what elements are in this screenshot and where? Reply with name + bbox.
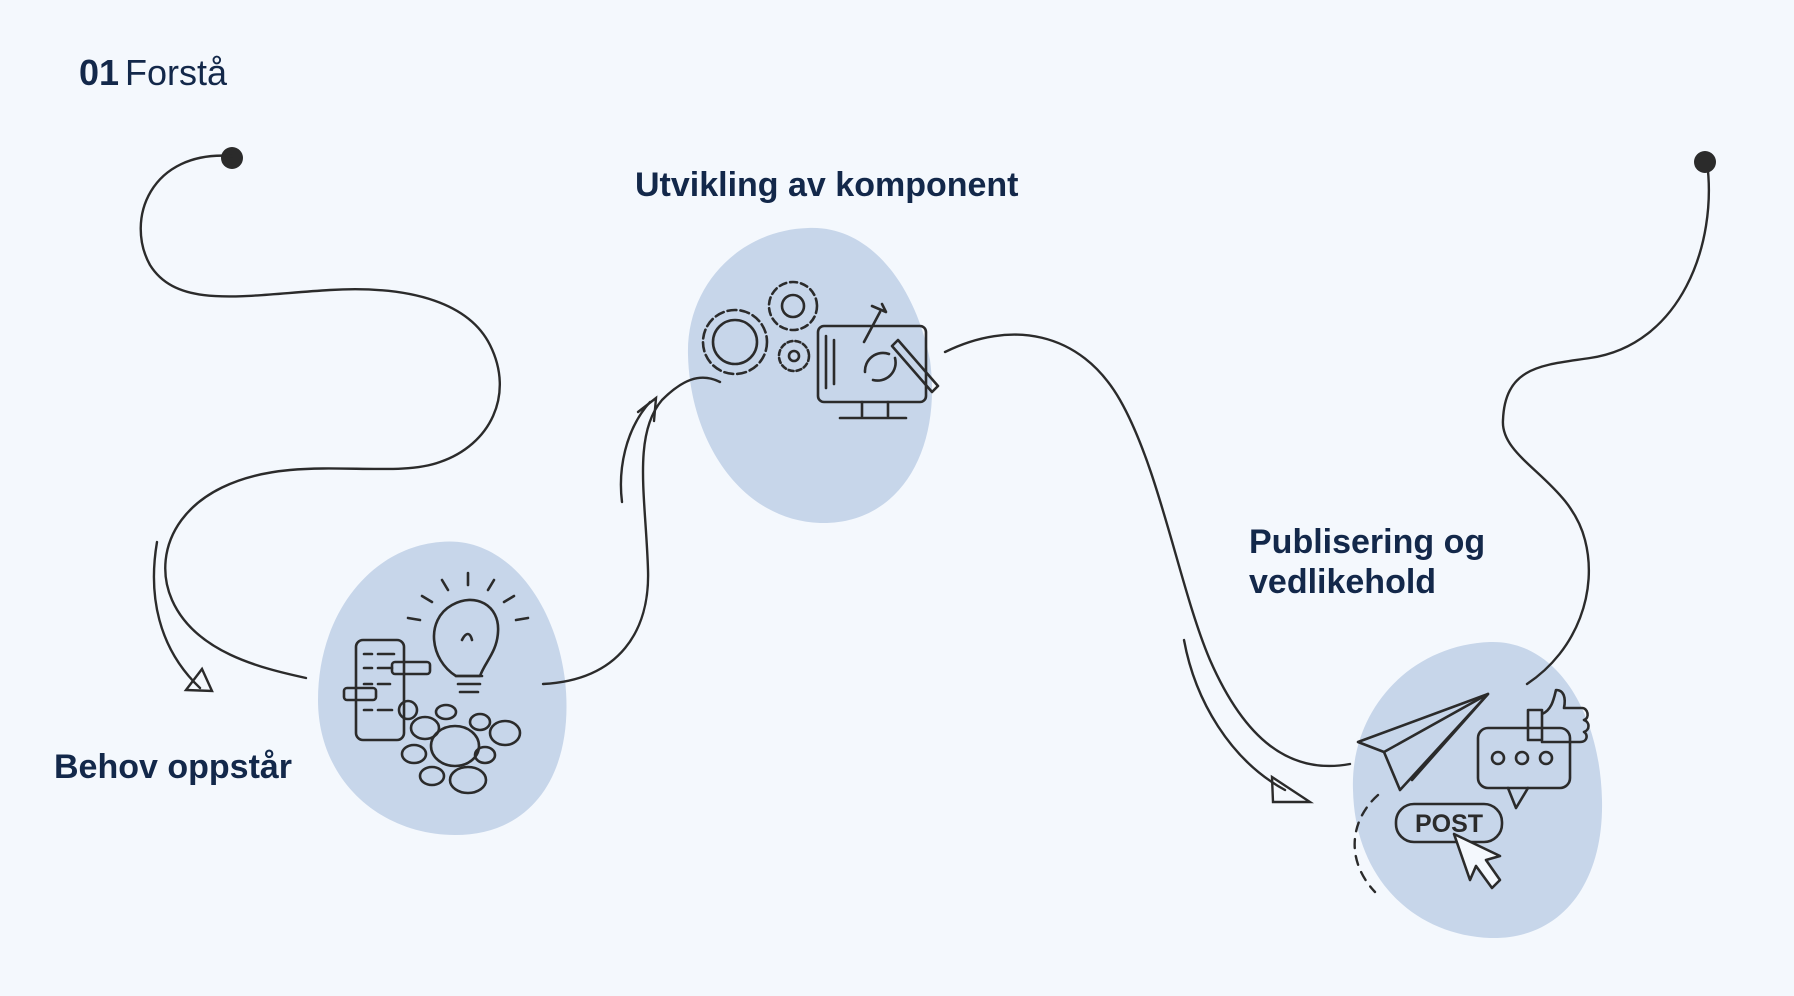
path-step2-to-step3 — [943, 333, 1352, 768]
section-title: 01 Forstå — [79, 52, 227, 94]
step3-label: Publisering og vedlikehold — [1249, 522, 1485, 602]
arrow-step2-stem — [619, 400, 652, 504]
path-start-to-step1 — [139, 154, 501, 680]
end-dot — [1694, 151, 1716, 173]
arrow-step2-head — [636, 395, 658, 423]
connector-lines — [139, 147, 1716, 894]
step3-label-line2: vedlikehold — [1249, 563, 1437, 601]
gears-monitor-icon — [701, 280, 940, 420]
step3-label-line1: Publisering og — [1249, 523, 1486, 561]
paper-plane-post-icon: POST — [1356, 688, 1590, 890]
post-text: POST — [1415, 810, 1483, 838]
start-dot — [221, 147, 243, 169]
arrow-step3-stem — [1182, 638, 1287, 792]
lightbulb-chat-icon — [342, 571, 530, 795]
path-step3-to-end — [1501, 160, 1711, 686]
step2-label: Utvikling av komponent — [635, 165, 1019, 205]
section-number: 01 — [79, 52, 120, 93]
step1-label: Behov oppstår — [54, 747, 292, 787]
step3-blob — [1352, 641, 1603, 939]
section-name: Forstå — [125, 52, 228, 93]
path-step1-to-step2 — [541, 376, 722, 686]
arrow-step3-head — [1270, 774, 1315, 804]
step2-blob — [687, 227, 933, 524]
step1-blob — [318, 541, 567, 835]
step1-label-line1: Behov oppstår — [54, 748, 293, 786]
dashed-trail — [1353, 793, 1380, 894]
arrow-step1-stem — [152, 540, 202, 690]
arrow-step1-head — [183, 666, 214, 693]
step2-label-line1: Utvikling av komponent — [635, 166, 1019, 204]
